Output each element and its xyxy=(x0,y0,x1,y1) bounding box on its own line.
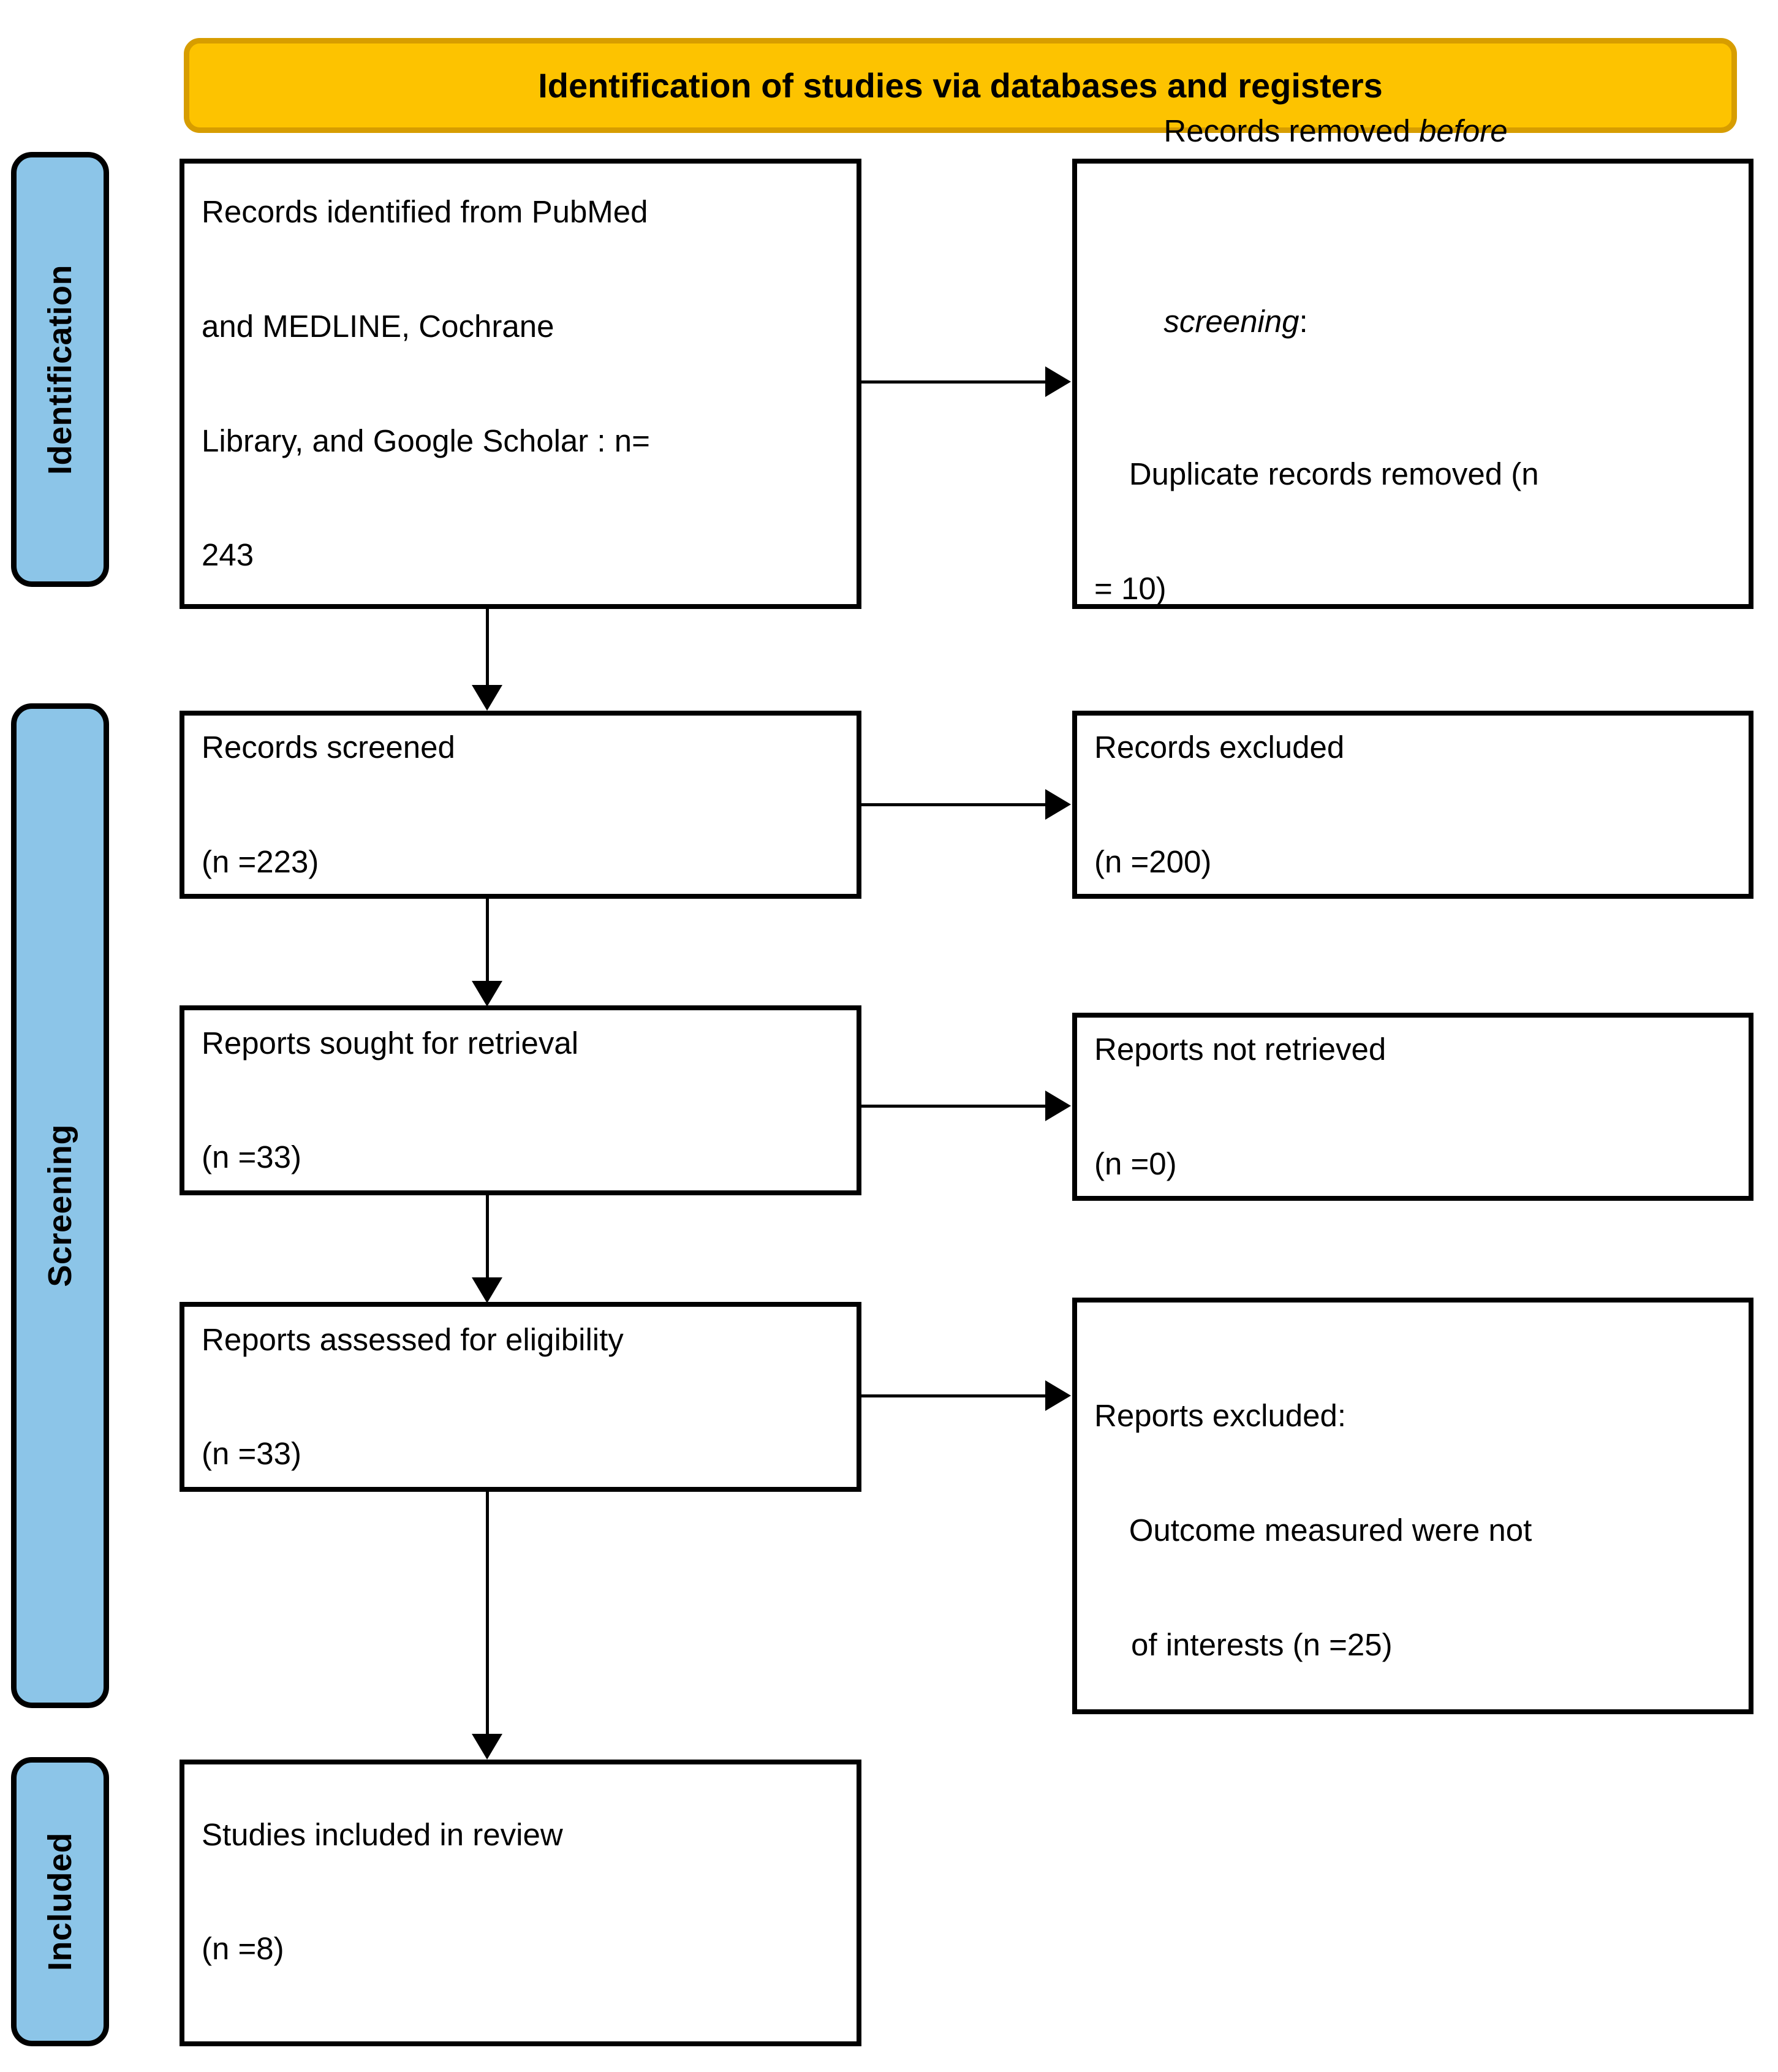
records-removed-line4: = 10) xyxy=(1094,570,1167,606)
stage-label-included-text: Included xyxy=(42,1832,78,1971)
box-records-identified: Records identified from PubMed and MEDLI… xyxy=(180,159,861,609)
diagram-header-banner: Identification of studies via databases … xyxy=(184,38,1737,133)
connector-screened-to-sought xyxy=(486,899,489,985)
box-records-removed: Records removed before screening: Duplic… xyxy=(1072,113,1753,609)
reports-sought-line2: (n =33) xyxy=(202,1140,302,1175)
box-studies-included-text: Studies included in review (n =8) xyxy=(184,1739,857,2044)
box-records-screened-text: Records screened (n =223) xyxy=(184,652,857,958)
box-reports-sought: Reports sought for retrieval (n =33) xyxy=(180,1005,861,1195)
box-studies-included: Studies included in review (n =8) xyxy=(180,1760,861,2046)
box-records-identified-text: Records identified from PubMed and MEDLI… xyxy=(184,117,857,651)
connector-sought-to-assessed xyxy=(486,1195,489,1281)
box-reports-excluded: Reports excluded: Outcome measured were … xyxy=(1072,1298,1753,1714)
records-identified-line2: and MEDLINE, Cochrane xyxy=(202,309,554,344)
records-screened-line1: Records screened xyxy=(202,730,455,765)
box-records-screened: Records screened (n =223) xyxy=(180,711,861,899)
records-removed-line2-italic: screening xyxy=(1163,304,1299,339)
arrowhead-screened-to-sought xyxy=(472,981,502,1007)
reports-not-retrieved-line1: Reports not retrieved xyxy=(1094,1032,1386,1067)
records-removed-line1-prefix: Records removed xyxy=(1163,113,1420,149)
reports-excluded-line2: Outcome measured were not xyxy=(1094,1512,1532,1548)
records-identified-line3: Library, and Google Scholar : n= xyxy=(202,423,650,458)
records-removed-line2: screening: xyxy=(1094,265,1734,379)
diagram-header-title: Identification of studies via databases … xyxy=(538,66,1383,105)
records-removed-line1-italic: before xyxy=(1419,113,1508,149)
connector-assessed-to-excluded xyxy=(861,1394,1046,1397)
connector-identified-to-removed xyxy=(861,380,1046,384)
reports-sought-line1: Reports sought for retrieval xyxy=(202,1025,579,1061)
studies-included-line1: Studies included in review xyxy=(202,1817,563,1852)
records-identified-line1: Records identified from PubMed xyxy=(202,194,648,230)
records-removed-line2-suffix: : xyxy=(1299,304,1308,339)
stage-label-screening: Screening xyxy=(11,703,109,1708)
records-screened-line2: (n =223) xyxy=(202,844,319,879)
records-excluded-line1: Records excluded xyxy=(1094,730,1345,765)
arrowhead-identified-to-screened xyxy=(472,685,502,711)
stage-label-included: Included xyxy=(11,1757,109,2046)
connector-sought-to-not-retrieved xyxy=(861,1105,1046,1108)
box-reports-excluded-text: Reports excluded: Outcome measured were … xyxy=(1077,1321,1749,1740)
stage-label-screening-text: Screening xyxy=(42,1124,78,1287)
connector-screened-to-excluded xyxy=(861,803,1046,806)
stage-label-identification: Identification xyxy=(11,152,109,587)
box-records-excluded-text: Records excluded (n =200) xyxy=(1077,652,1749,958)
box-records-excluded: Records excluded (n =200) xyxy=(1072,711,1753,899)
box-reports-not-retrieved: Reports not retrieved (n =0) xyxy=(1072,1013,1753,1201)
records-identified-line4: 243 xyxy=(202,537,254,573)
records-removed-line3: Duplicate records removed (n xyxy=(1094,456,1539,492)
reports-not-retrieved-line2: (n =0) xyxy=(1094,1146,1177,1181)
arrowhead-assessed-to-included xyxy=(472,1734,502,1760)
reports-assessed-line1: Reports assessed for eligibility xyxy=(202,1321,624,1357)
reports-excluded-line1: Reports excluded: xyxy=(1094,1398,1347,1434)
arrowhead-screened-to-excluded xyxy=(1045,789,1071,820)
box-reports-sought-text: Reports sought for retrieval (n =33) xyxy=(184,948,857,1253)
reports-assessed-line2: (n =33) xyxy=(202,1436,302,1472)
arrowhead-sought-to-not-retrieved xyxy=(1045,1091,1071,1121)
box-reports-assessed-text: Reports assessed for eligibility (n =33) xyxy=(184,1244,857,1549)
studies-included-line2: (n =8) xyxy=(202,1931,284,1967)
box-records-removed-text: Records removed before screening: Duplic… xyxy=(1077,0,1749,684)
connector-assessed-to-included xyxy=(486,1492,489,1737)
stage-label-identification-text: Identification xyxy=(42,264,78,475)
connector-identified-to-screened xyxy=(486,609,489,689)
records-removed-line1: Records removed before xyxy=(1094,74,1734,189)
records-excluded-line2: (n =200) xyxy=(1094,844,1212,879)
box-reports-not-retrieved-text: Reports not retrieved (n =0) xyxy=(1077,955,1749,1260)
arrowhead-sought-to-assessed xyxy=(472,1277,502,1303)
arrowhead-identified-to-removed xyxy=(1045,366,1071,397)
arrowhead-assessed-to-excluded xyxy=(1045,1380,1071,1411)
box-reports-assessed: Reports assessed for eligibility (n =33) xyxy=(180,1302,861,1492)
reports-excluded-line3: of interests (n =25) xyxy=(1131,1627,1393,1662)
